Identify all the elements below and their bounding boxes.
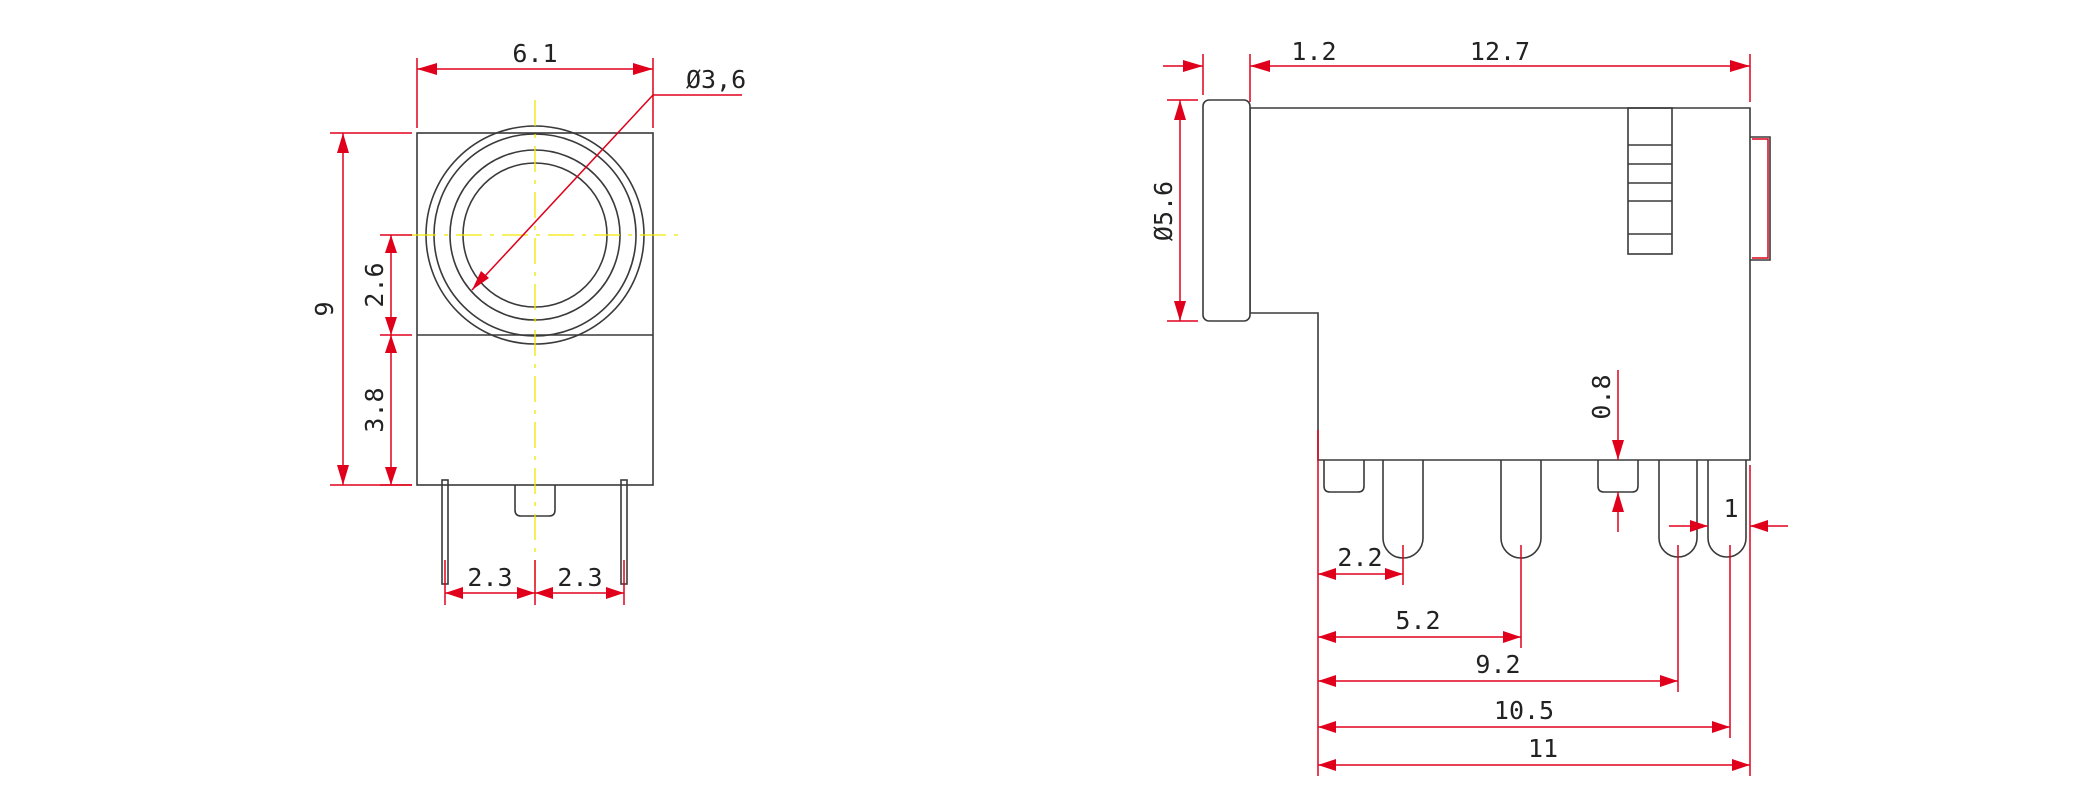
dim-side-pin-height-label: 0.8 [1587,374,1616,419]
side-pin-5 [1658,460,1698,558]
dim-front-width: 6.1 [416,39,654,128]
dim-front-pins: 2.3 2.3 [444,560,625,605]
dim-side-body-length-label: 12.7 [1470,37,1530,66]
dim-side-pin-width-label: 1 [1723,494,1738,523]
dim-side-pitch-1: 2.2 [1318,543,1404,585]
front-view: 6.1 Ø3,6 9 2.6 [310,39,746,605]
dim-side-pitch-3: 9.2 [1318,545,1679,692]
dim-side-pin-width: 1 [1669,494,1788,532]
dim-side-pitch-2: 5.2 [1318,545,1522,648]
dim-front-bore-label: Ø3,6 [686,65,746,94]
side-pin-6 [1707,460,1747,558]
dim-side-pitch-5-label: 11 [1528,734,1558,763]
dim-side-flange-label: 1.2 [1291,37,1336,66]
side-pin-2 [1382,460,1424,559]
dim-side-pitch-3-label: 9.2 [1475,650,1520,679]
side-rear-latch [1750,136,1771,261]
dim-front-height: 9 [310,132,412,486]
dim-side-pitch-1-label: 2.2 [1337,543,1382,572]
dim-side-pitch-5: 11 [1318,465,1751,776]
dim-front-width-label: 6.1 [512,39,557,68]
dim-front-bore: Ø3,6 [471,65,746,291]
side-body-outline [1249,107,1751,461]
dim-front-lower: 3.8 [360,335,412,486]
side-pin-3 [1500,460,1542,559]
side-pin-4 [1597,460,1639,493]
dim-side-pin-height: 0.8 [1587,370,1624,532]
side-pin-1 [1323,460,1365,493]
dim-front-pin-left-label: 2.3 [467,563,512,592]
dim-front-lower-label: 3.8 [360,387,389,432]
dim-side-pitch-4-label: 10.5 [1494,696,1554,725]
dim-front-upper-label: 2.6 [360,262,389,307]
side-slot [1627,107,1673,255]
side-rear-latch-mark [1752,138,1769,259]
dim-side-pitch-4: 10.5 [1318,545,1731,738]
dim-side-top: 1.2 12.7 [1163,37,1751,102]
dim-front-pin-right-label: 2.3 [557,563,602,592]
side-view: 1.2 12.7 Ø5.6 0.8 1 [1149,37,1788,776]
dim-side-nose-dia-label: Ø5.6 [1149,181,1178,241]
dim-side-pitch-2-label: 5.2 [1395,606,1440,635]
dim-front-height-label: 9 [310,301,339,316]
side-nose-flange [1202,99,1251,322]
dim-side-nose-dia: Ø5.6 [1149,99,1198,322]
dim-front-upper: 2.6 [360,234,412,336]
